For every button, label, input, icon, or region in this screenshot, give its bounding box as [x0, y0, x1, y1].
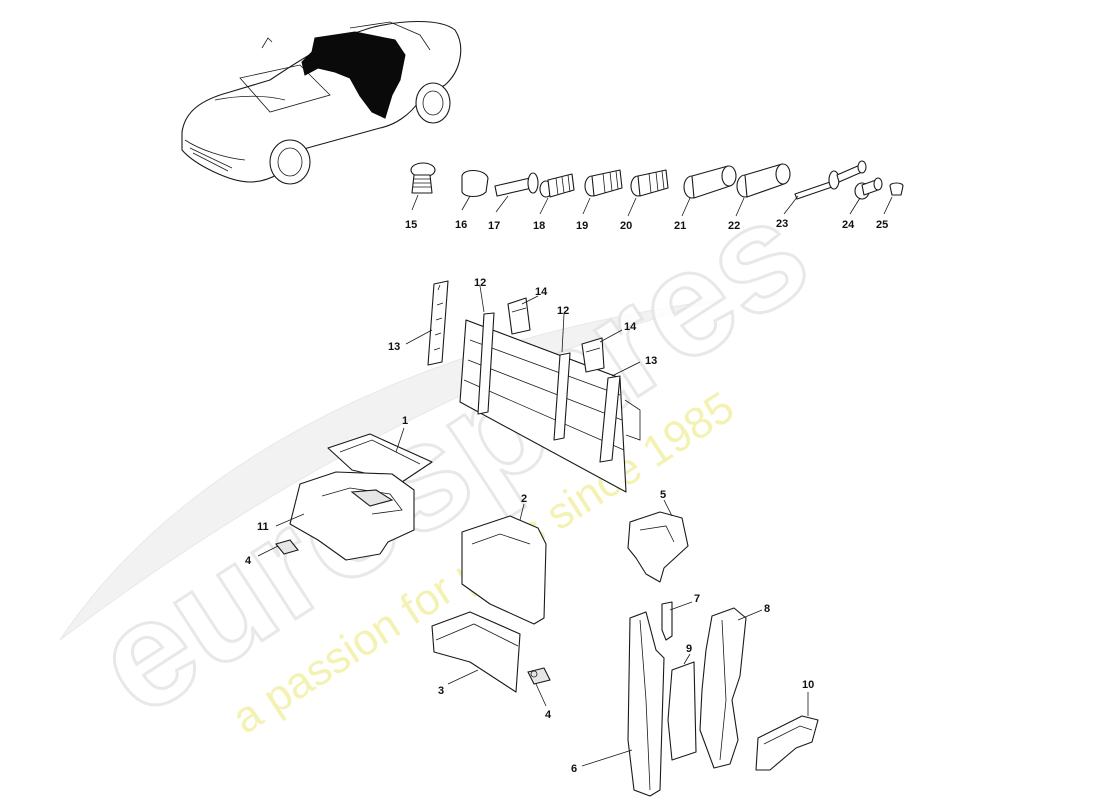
- callout-13-left: 13: [388, 341, 400, 353]
- insulation-2: [461, 515, 547, 625]
- insulation-11: [289, 471, 415, 561]
- callout-20: 20: [620, 220, 632, 232]
- callouts: 15 16 17 18 19 20 21 22 23 24 25 13 12 1…: [245, 218, 888, 775]
- callout-9: 9: [686, 643, 692, 655]
- bracket-10: [755, 715, 819, 771]
- callout-11: 11: [257, 521, 269, 533]
- car-illustration: [181, 20, 462, 185]
- panel-9: [667, 661, 697, 761]
- callout-18: 18: [533, 220, 545, 232]
- callout-15: 15: [405, 219, 417, 231]
- strip-13-left: [427, 280, 449, 366]
- callout-21: 21: [674, 220, 686, 232]
- bolt-23: [794, 160, 867, 200]
- callout-13-right: 13: [645, 355, 657, 367]
- fastener-16: [461, 169, 489, 198]
- bracket-14-left: [507, 297, 531, 335]
- fastener-15: [410, 162, 436, 194]
- insulation-1: [327, 433, 433, 483]
- pillar-8: [699, 607, 747, 769]
- callout-3: 3: [438, 685, 444, 697]
- callout-6: 6: [571, 763, 577, 775]
- callout-8: 8: [764, 603, 770, 615]
- callout-1: 1: [402, 415, 408, 427]
- callout-16: 16: [455, 219, 467, 231]
- fastener-19: [584, 169, 623, 197]
- callout-12-right: 12: [557, 305, 569, 317]
- rear-panel-assembly: [427, 280, 641, 493]
- callout-5: 5: [660, 489, 666, 501]
- callout-12-left: 12: [474, 277, 486, 289]
- pillar-6: [627, 611, 665, 797]
- spacer-22: [736, 163, 791, 198]
- callout-25: 25: [876, 219, 888, 231]
- fastener-18: [539, 173, 575, 198]
- nut-24: [854, 177, 883, 200]
- callout-23: 23: [776, 218, 788, 230]
- strip-13-right: [599, 375, 621, 463]
- callout-17: 17: [488, 220, 500, 232]
- callout-7: 7: [694, 593, 700, 605]
- fastener-17: [494, 172, 539, 197]
- strip-12-right: [553, 352, 571, 441]
- bracket-7: [661, 601, 673, 641]
- bracket-14-right: [581, 337, 605, 373]
- clip-25: [889, 182, 904, 196]
- clip-4-right: [527, 667, 551, 685]
- bracket-5: [627, 511, 689, 583]
- callout-14-left: 14: [535, 286, 548, 298]
- insulation-3: [431, 611, 521, 693]
- callout-10: 10: [802, 679, 814, 691]
- spacer-21: [683, 165, 737, 199]
- callout-4-right: 4: [545, 709, 552, 721]
- callout-14-right: 14: [624, 321, 637, 333]
- callout-4-left: 4: [245, 555, 252, 567]
- leader-lines: [257, 194, 893, 767]
- highlighted-area: [301, 31, 406, 119]
- callout-19: 19: [576, 220, 588, 232]
- strip-12-left: [477, 312, 495, 415]
- callout-24: 24: [842, 219, 855, 231]
- clip-4-left: [275, 539, 299, 555]
- callout-22: 22: [728, 220, 740, 232]
- fastener-20: [630, 169, 669, 197]
- callout-2: 2: [521, 493, 527, 505]
